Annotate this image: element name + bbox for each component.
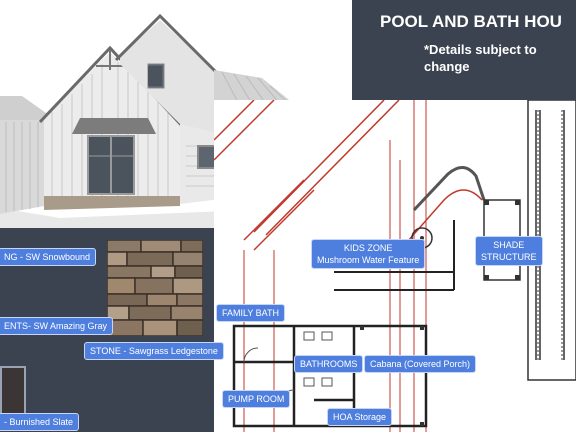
siding-color-label: NG - SW Snowbound [0,248,97,266]
stone-label: STONE - Sawgrass Ledgestone [84,342,224,360]
family-bath-label: FAMILY BATH [216,304,286,322]
shade-structure-label: SHADE STRUCTURE [475,236,543,266]
shade-line-1: SHADE [493,240,525,250]
slate-label: - Burnished Slate [0,413,80,431]
kids-zone-detail: Mushroom Water Feature [317,255,420,265]
ledgestone-texture [107,240,203,336]
shade-line-2: STRUCTURE [481,252,537,262]
bathrooms-label: BATHROOMS [294,355,364,373]
stone-swatch [107,240,203,336]
kids-zone-title: KIDS ZONE [343,243,393,253]
title-area: POOL AND BATH HOU *Details subject to ch… [352,0,576,100]
cabana-label: Cabana (Covered Porch) [364,355,477,373]
slate-swatch [0,366,26,422]
page-title: POOL AND BATH HOU [380,12,562,31]
hoa-storage-label: HOA Storage [327,408,393,426]
pump-room-label: PUMP ROOM [222,390,291,408]
page-subtitle: *Details subject to change [424,42,537,74]
kids-zone-label: KIDS ZONE Mushroom Water Feature [311,239,426,269]
accent-color-label: ENTS- SW Amazing Gray [0,317,114,335]
